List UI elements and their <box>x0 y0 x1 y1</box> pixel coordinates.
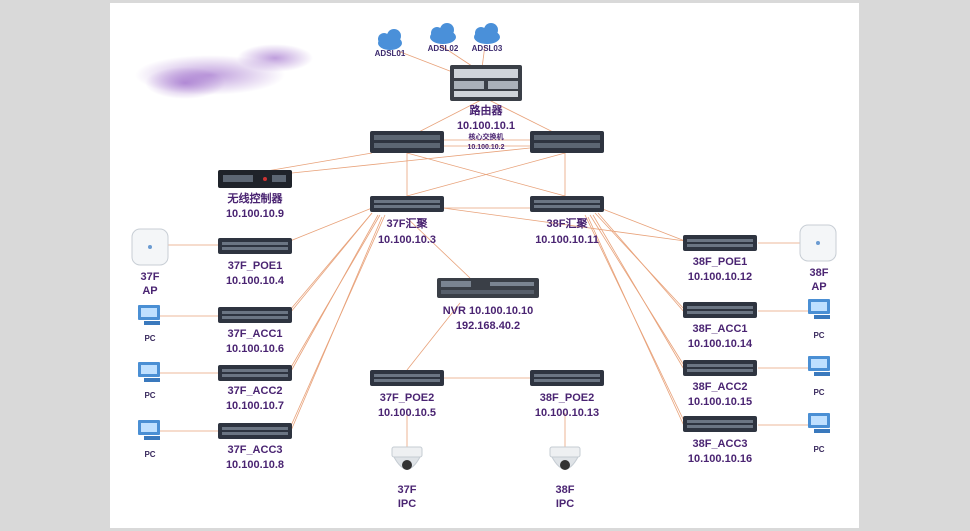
adsl03-label: ADSL03 <box>471 44 503 53</box>
agg37-ip: 10.100.10.3 <box>377 234 437 246</box>
links <box>160 44 810 448</box>
adsl02-label: ADSL02 <box>427 44 459 53</box>
pc-label: PC <box>813 388 825 397</box>
left-switch-1-name: 37F_POE1 <box>227 260 283 272</box>
cloud-icon-adsl01 <box>378 29 402 50</box>
right-switch-3-ip: 10.100.10.15 <box>687 396 753 408</box>
right-switch-2-name: 38F_ACC1 <box>692 323 748 335</box>
topology-canvas: ADSL01 ADSL02 ADSL03 路由器 10.100.10.1 核心交… <box>110 3 859 528</box>
core-switch-icon <box>370 131 604 153</box>
agg38-name: 38F汇聚 <box>546 218 588 230</box>
poe2-switch-icons <box>370 370 604 386</box>
ap37-label-line1: 37F <box>140 271 160 283</box>
left-switch-1-ip: 10.100.10.4 <box>225 275 285 287</box>
left-switch-2-name: 37F_ACC1 <box>227 328 283 340</box>
ipc38-label-line1: 38F <box>555 484 575 496</box>
pc-label: PC <box>144 391 156 400</box>
core-switch-name: 核心交换机 <box>468 134 504 141</box>
left-switch-2-ip: 10.100.10.6 <box>225 343 285 355</box>
ap38-label-line1: 38F <box>809 267 829 279</box>
agg38-ip: 10.100.10.11 <box>535 234 599 246</box>
ip-camera-icon-38f <box>549 446 581 470</box>
topology-svg <box>131 23 837 470</box>
right-switch-4-ip: 10.100.10.16 <box>687 453 753 465</box>
nvr-name: NVR 10.100.10.10 <box>442 305 534 317</box>
poe38-ip: 10.100.10.13 <box>534 407 600 419</box>
left-switch-4-name: 37F_ACC3 <box>227 444 283 456</box>
ipc37-label-line1: 37F <box>397 484 417 496</box>
pc-label: PC <box>144 450 156 459</box>
left-switch-3-name: 37F_ACC2 <box>227 385 283 397</box>
poe37-name: 37F_POE2 <box>379 392 435 404</box>
router-icon <box>450 65 522 101</box>
ip-camera-icon-37f <box>391 446 423 470</box>
wireless-controller-icon <box>218 170 292 188</box>
pc-label: PC <box>813 445 825 454</box>
ipc37-label-line2: IPC <box>397 498 417 510</box>
cloud-icon-adsl02 <box>430 23 456 44</box>
router-ip: 10.100.10.1 <box>456 120 516 132</box>
pc-icons <box>138 299 830 440</box>
ipc38-label-line2: IPC <box>555 498 575 510</box>
agg37-name: 37F汇聚 <box>386 218 428 230</box>
right-switch-3-name: 38F_ACC2 <box>692 381 748 393</box>
adsl01-label: ADSL01 <box>374 49 406 58</box>
left-switch-3-ip: 10.100.10.7 <box>225 400 285 412</box>
nvr-ip: 192.168.40.2 <box>455 320 521 332</box>
left-switch-4-ip: 10.100.10.8 <box>225 459 285 471</box>
left-switch-icons <box>218 238 292 439</box>
poe38-name: 38F_POE2 <box>539 392 595 404</box>
pc-label: PC <box>813 331 825 340</box>
access-point-icon-37f <box>131 228 169 266</box>
cloud-icon-adsl03 <box>474 23 500 44</box>
decorative-haze <box>135 44 313 99</box>
right-switch-4-name: 38F_ACC3 <box>692 438 748 450</box>
poe37-ip: 10.100.10.5 <box>377 407 437 419</box>
right-switch-icons <box>683 235 757 432</box>
router-name: 路由器 <box>469 105 503 117</box>
ap37-label-line2: AP <box>142 285 158 297</box>
wlc-name: 无线控制器 <box>227 193 283 205</box>
nvr-icon <box>437 278 539 298</box>
aggregation-switch-icon <box>370 196 604 212</box>
core-switch-ip: 10.100.10.2 <box>467 144 505 151</box>
right-switch-1-name: 38F_POE1 <box>692 256 748 268</box>
wlc-ip: 10.100.10.9 <box>225 208 285 220</box>
access-point-icon-38f <box>799 224 837 262</box>
right-switch-2-ip: 10.100.10.14 <box>687 338 753 350</box>
right-switch-1-ip: 10.100.10.12 <box>687 271 753 283</box>
ap38-label-line2: AP <box>811 281 827 293</box>
pc-label: PC <box>144 334 156 343</box>
